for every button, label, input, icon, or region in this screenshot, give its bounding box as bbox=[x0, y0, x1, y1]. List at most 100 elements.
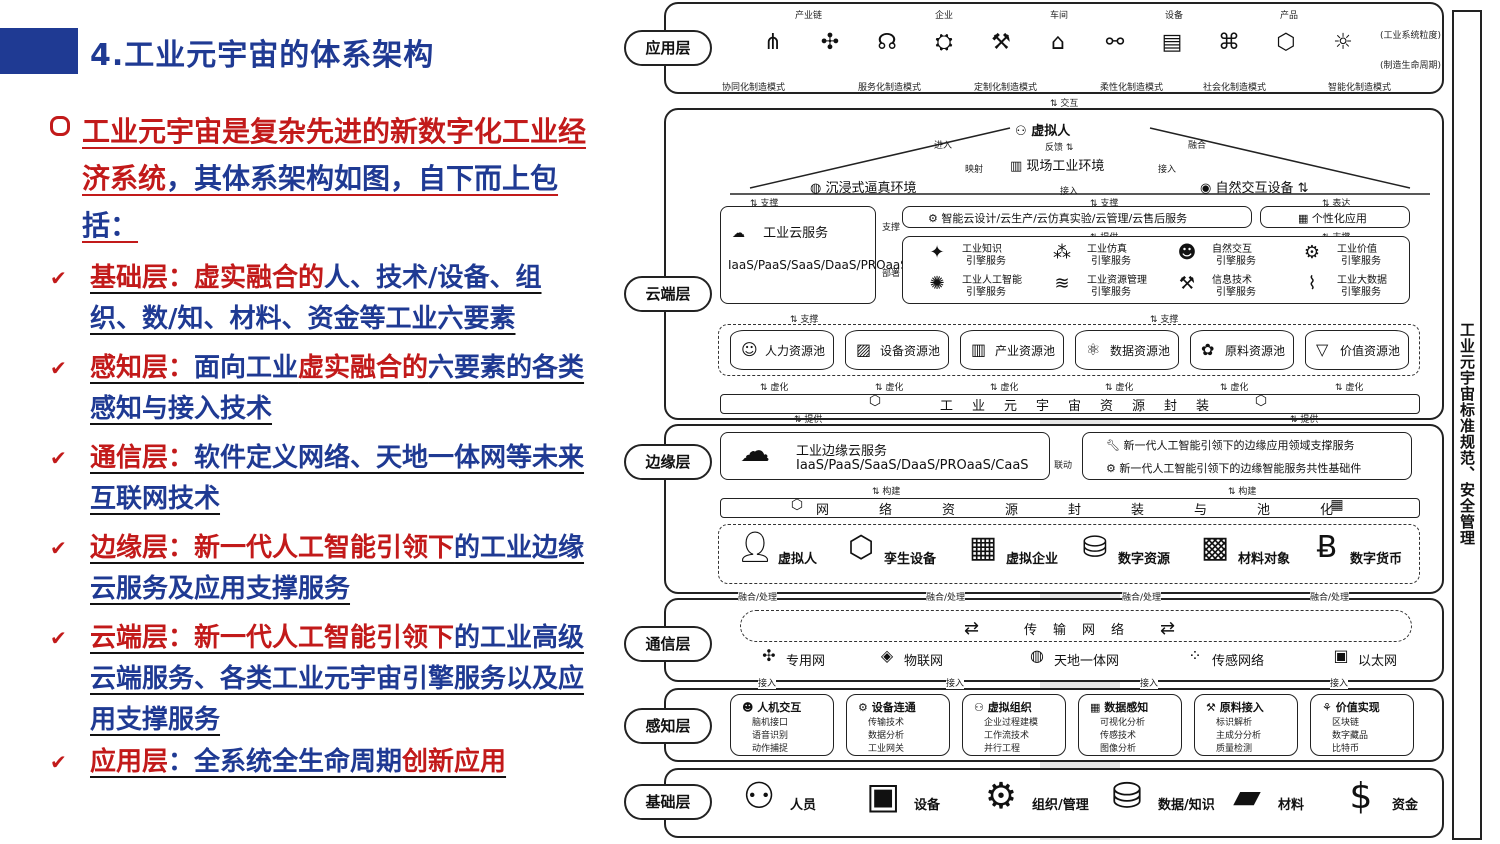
person-icon: 👤︎ bbox=[735, 530, 775, 565]
sense-title-5: ⚒ 原料接入 bbox=[1206, 701, 1264, 714]
base-layer-label: 基础层 bbox=[624, 784, 712, 820]
bullet-part: 的工业高级云端服务、各类工业元宇宙引擎服务以及应用支撑服务 bbox=[90, 623, 585, 735]
express-label: ⇅ 表达 bbox=[1322, 199, 1351, 209]
base-item-4: 数据/知识 bbox=[1158, 798, 1215, 813]
engine-icon-4: ⚙ bbox=[1303, 242, 1321, 263]
resource-pool-1: ☺人力资源池 bbox=[730, 330, 834, 370]
edge-ai-box bbox=[1082, 432, 1412, 480]
bullet-part: 面向工业 bbox=[194, 353, 299, 383]
sense-title-3: ⚇ 虚拟组织 bbox=[974, 701, 1032, 714]
sense-item-5-2: 主成分分析 bbox=[1216, 731, 1262, 741]
pool-icon: ⚛ bbox=[1086, 340, 1101, 359]
engines-box bbox=[902, 236, 1410, 304]
support-label-4: ⇅ 支撑 bbox=[790, 315, 819, 325]
bullet-part: 软件定义网络、天地一体网等未来互联网技术 bbox=[90, 443, 585, 514]
virtualize-2: ⇅ 虚化 bbox=[875, 383, 904, 393]
edge-service-en: IaaS/PaaS/SaaS/DaaS/PROaaS/CaaS bbox=[796, 458, 1029, 473]
comm-layer-label: 通信层 bbox=[624, 626, 712, 662]
comm-access-1: 接入 bbox=[758, 676, 777, 689]
app-scope-1: 产业链 bbox=[795, 11, 823, 21]
edge-layer-label: 边缘层 bbox=[624, 444, 712, 480]
engine-suffix-8: 引擎服务 bbox=[1341, 287, 1381, 298]
bullet-item-2: ✔感知层：面向工业虚实融合的六要素的各类感知与接入技术 bbox=[50, 348, 590, 430]
app-scope-4: 设备 bbox=[1165, 11, 1184, 21]
base-icon-2: ▣ bbox=[865, 776, 900, 817]
sense-item-4-3: 图像分析 bbox=[1100, 744, 1137, 754]
sense-group-6 bbox=[1310, 694, 1414, 756]
sense-title-4: ▦ 数据感知 bbox=[1090, 701, 1149, 714]
engine-suffix-3: 引擎服务 bbox=[1216, 256, 1256, 267]
feedback-label: 反馈 ⇅ bbox=[1045, 143, 1074, 153]
virtualize-1: ⇅ 虚化 bbox=[760, 383, 789, 393]
engine-suffix-6: 引擎服务 bbox=[1091, 287, 1131, 298]
access-label-2: 接入 bbox=[1060, 187, 1079, 197]
bullet-part: 六要素的各类感知与接入技术 bbox=[90, 353, 585, 424]
bullet-text: 基础层：虚实融合的人、技术/设备、组织、数/知、材料、资金等工业六要素 bbox=[50, 258, 590, 340]
edge-item-6: 数字货币 bbox=[1350, 552, 1403, 567]
cloud-encap: 工业元宇宙资源封装 bbox=[940, 399, 1229, 414]
engine-name-8: 工业大数据 bbox=[1337, 275, 1387, 286]
fusion-3: 融合/处理 bbox=[1122, 590, 1162, 603]
pool-icon: ✿ bbox=[1201, 340, 1215, 359]
pool-icon: ▽ bbox=[1316, 340, 1329, 359]
bullet-item-1: ✔基础层：虚实融合的人、技术/设备、组织、数/知、材料、资金等工业六要素 bbox=[50, 258, 590, 340]
edge-item-2: 孪生设备 bbox=[884, 552, 937, 567]
edge-item-3: 虚拟企业 bbox=[1006, 552, 1059, 567]
build-2: ⇅ 构建 bbox=[1228, 487, 1257, 497]
intro-blue: ，其体系架构如图，自下而上包括： bbox=[82, 162, 559, 242]
app-layer-box bbox=[664, 2, 1444, 94]
bullet-text: 应用层：全系统全生命周期创新应用 bbox=[50, 742, 590, 783]
cloud-service-en: IaaS/PaaS/SaaS/DaaS/PROaaS/CaaS bbox=[728, 258, 943, 272]
engine-name-2: 工业仿真 bbox=[1087, 244, 1127, 255]
virtualize-4: ⇅ 虚化 bbox=[1105, 383, 1134, 393]
edge-items-box bbox=[718, 524, 1420, 584]
check-icon: ✔ bbox=[50, 536, 67, 560]
edge-item-5: 材料对象 bbox=[1238, 552, 1291, 567]
pool-name: 价值资源池 bbox=[1340, 344, 1401, 358]
bulb-icon: ☼ bbox=[1333, 30, 1353, 55]
build-1: ⇅ 构建 bbox=[872, 487, 901, 497]
pool-icon: ▨ bbox=[856, 340, 872, 359]
intro-red: 工业元宇宙是复杂先进的新数字化工业经济系统 bbox=[82, 115, 587, 195]
page-title: 4.工业元宇宙的体系架构 bbox=[90, 38, 435, 73]
title-accent-bar bbox=[0, 28, 78, 74]
engine-suffix-7: 引擎服务 bbox=[1216, 287, 1256, 298]
sense-item-3-1: 企业过程建模 bbox=[984, 718, 1039, 728]
bullet-part: 人、技术/设备、组织、数/知、材料、资金等工业六要素 bbox=[90, 263, 542, 334]
resource-pool-2: ▨设备资源池 bbox=[845, 330, 949, 370]
cloud-service-box bbox=[720, 206, 876, 304]
check-icon: ✔ bbox=[50, 446, 67, 470]
app-granularity: (工业系统粒度) bbox=[1380, 31, 1442, 41]
comm-item-3: 天地一体网 bbox=[1054, 654, 1120, 669]
comm-icon-2: ◈ bbox=[880, 646, 894, 665]
app-mode-6: 智能化制造模式 bbox=[1328, 83, 1392, 93]
base-item-6: 资金 bbox=[1392, 798, 1419, 813]
pool-icon: ▥ bbox=[971, 340, 987, 359]
engine-name-5: 工业人工智能 bbox=[962, 275, 1022, 286]
sense-item-6-1: 区块链 bbox=[1332, 718, 1360, 728]
virtualize-5: ⇅ 虚化 bbox=[1220, 383, 1249, 393]
app-mode-2: 服务化制造模式 bbox=[858, 83, 922, 93]
app-lifecycle: (制造生命周期) bbox=[1380, 61, 1442, 71]
app-mode-4: 柔性化制造模式 bbox=[1100, 83, 1164, 93]
sense-item-6-2: 数字藏品 bbox=[1332, 731, 1369, 741]
resource-pool-6: ▽ 价值资源池 bbox=[1305, 330, 1409, 370]
fusion-1: 融合/处理 bbox=[738, 590, 778, 603]
arrow-left-icon: ⇄ bbox=[964, 618, 980, 639]
comm-icon-5: ▣ bbox=[1333, 646, 1349, 665]
personal-app: ▦ 个性化应用 bbox=[1298, 212, 1367, 225]
bitcoin-icon: Ƀ bbox=[1316, 530, 1338, 565]
pools-box bbox=[718, 324, 1420, 376]
bullet-item-4: ✔边缘层：新一代人工智能引领下的工业边缘云服务及应用支撑服务 bbox=[50, 528, 590, 610]
sense-title-1: ☻ 人机交互 bbox=[742, 701, 802, 714]
interaction-triangle bbox=[749, 127, 1411, 189]
fusion-4: 融合/处理 bbox=[1310, 590, 1350, 603]
comm-layer-box bbox=[664, 598, 1444, 682]
doc-icon: ▤ bbox=[1161, 30, 1183, 55]
sense-item-5-3: 质量检测 bbox=[1216, 744, 1253, 754]
standards-label: 工业元宇宙标准规范、安全管理 bbox=[1458, 322, 1476, 546]
engine-suffix-5: 引擎服务 bbox=[966, 287, 1006, 298]
pool-name: 产业资源池 bbox=[995, 344, 1056, 358]
edge-ai-2: ⚙ 新一代人工智能引领下的边缘智能服务共性基础件 bbox=[1106, 462, 1362, 475]
base-icon-1: ⚇ bbox=[742, 776, 776, 817]
